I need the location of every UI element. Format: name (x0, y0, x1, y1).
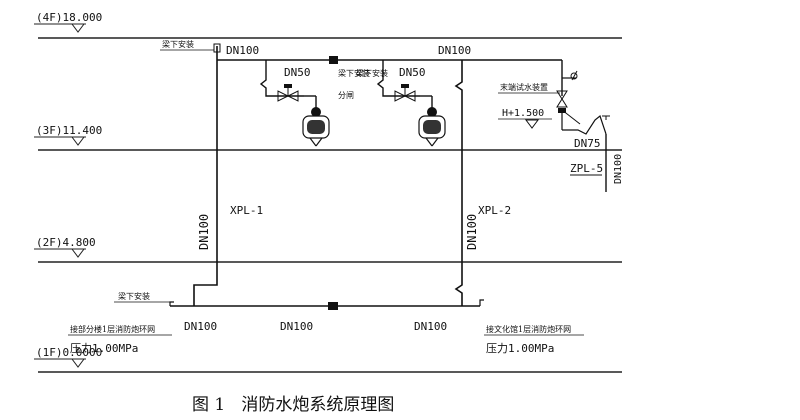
bottom-pipe-end-right (479, 299, 484, 306)
note-branch-install-2: 梁下安装 (356, 68, 388, 78)
gate-valve-1 (277, 84, 299, 102)
level-marker-3f: (3F)11.400 (34, 124, 102, 146)
label-top-left: DN100 (226, 44, 259, 57)
note-inlet-left: 接部分楼1层消防炮环网 (70, 324, 155, 334)
branch-1 (259, 60, 330, 147)
branch-2 (376, 60, 446, 147)
level-marker-4f: (4F)18.000 (34, 11, 102, 33)
note-test-device: 末端试水装置 (500, 82, 548, 92)
riser-right-pipe (454, 60, 463, 306)
water-cannon-2 (418, 107, 446, 147)
end-test-device (556, 60, 610, 192)
note-test-elev: H+1.500 (502, 108, 544, 119)
label-drain-id: ZPL-5 (570, 162, 603, 175)
label-branch-left: DN50 (284, 66, 311, 79)
label-riser-left-id: XPL-1 (230, 204, 263, 217)
label-bottom-right: DN100 (414, 320, 447, 333)
label-bottom-mid: DN100 (280, 320, 313, 333)
pipe-support-bottom (328, 302, 338, 310)
note-top-install: 梁下安装 (162, 39, 194, 49)
label-drain-size: DN75 (574, 137, 601, 150)
riser-left-cap (213, 43, 221, 53)
note-pressure-left: 压力1.00MPa (70, 342, 138, 355)
label-drain-vertical: DN100 (613, 154, 624, 184)
label-riser-right-id: XPL-2 (478, 204, 511, 217)
note-valve: 分闸 (338, 91, 354, 100)
label-branch-right: DN50 (399, 66, 426, 79)
gate-valve-2 (394, 84, 416, 102)
label-riser-right-size: DN100 (465, 214, 479, 250)
note-inlet-right: 接文化馆1层消防炮环网 (486, 324, 571, 334)
riser-left-pipe (193, 46, 218, 306)
level-label-1f: (1F)0.0000 (36, 346, 102, 359)
level-label-2f: (2F)4.800 (36, 236, 96, 249)
level-label-3f: (3F)11.400 (36, 124, 102, 137)
figure-caption: 图 1 消防水炮系统原理图 (192, 395, 394, 415)
pipe-support-top (329, 56, 338, 64)
label-top-mid: DN100 (438, 44, 471, 57)
level-label-4f: (4F)18.000 (36, 11, 102, 24)
level-marker-2f: (2F)4.800 (34, 236, 96, 258)
note-pressure-right: 压力1.00MPa (486, 342, 554, 355)
label-bottom-left: DN100 (184, 320, 217, 333)
level-marker-1f: (1F)0.0000 (34, 346, 102, 368)
note-bottom-install: 梁下安装 (118, 291, 150, 301)
water-cannon-1 (302, 107, 330, 147)
note-branch-install-1: 梁下安装 (338, 68, 370, 78)
label-riser-left-size: DN100 (197, 214, 211, 250)
